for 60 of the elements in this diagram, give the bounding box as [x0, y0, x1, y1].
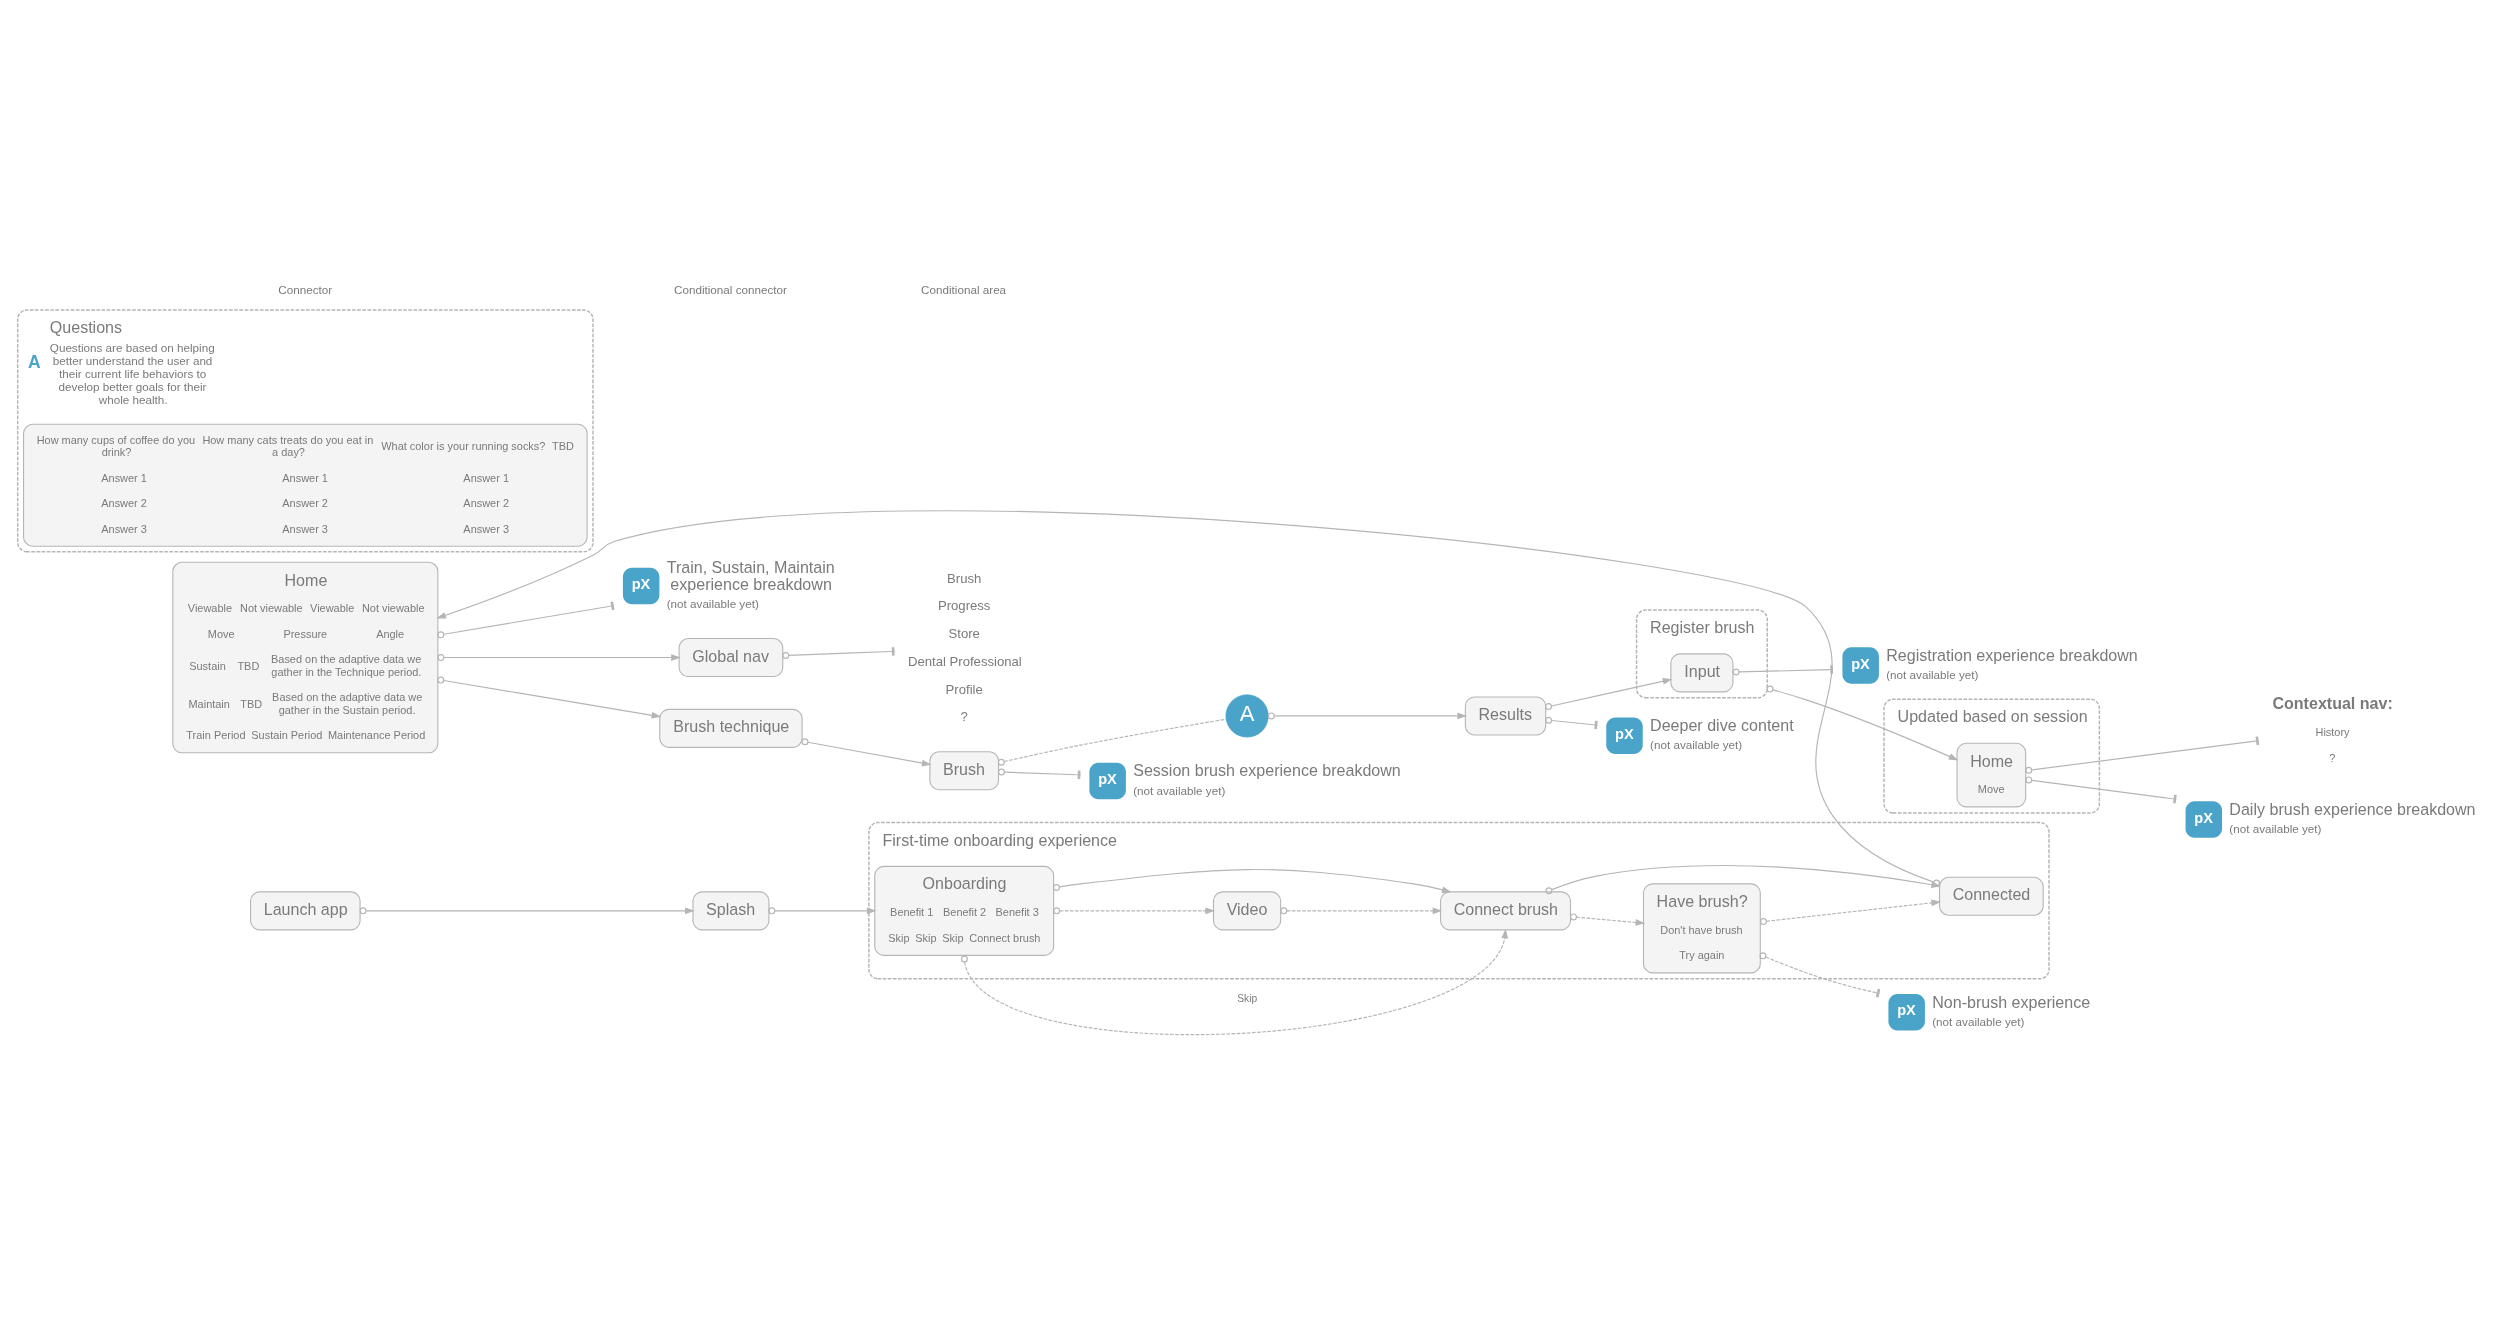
node-box: pX — [1089, 762, 1126, 799]
node-label: (not available yet) — [1886, 667, 1979, 681]
node-box: pX — [622, 567, 660, 604]
arrow — [1759, 899, 1942, 925]
node-box: Video — [1212, 890, 1282, 930]
node-box: pX — [1606, 716, 1643, 754]
arrow — [801, 737, 932, 766]
node-box: Connect brush — [1440, 890, 1572, 930]
arrow — [1280, 906, 1443, 914]
connector — [1759, 951, 1881, 998]
arrow — [768, 906, 877, 914]
node-label: (not available yet) — [1133, 783, 1226, 797]
arrow — [359, 906, 695, 914]
arrow — [960, 928, 1509, 1035]
node-label: (not available yet) — [1650, 737, 1743, 751]
node-label: Deeper dive content — [1650, 715, 1794, 734]
node-text: Brush Progress Store Dental Professional Profile ? — [907, 570, 1022, 724]
connector — [1732, 664, 1834, 676]
node-label: (not available yet) — [666, 596, 759, 610]
arrow — [1570, 912, 1646, 926]
edge-label: Skip — [1237, 992, 1258, 1004]
node-label: (not available yet) — [2229, 821, 2322, 835]
connector — [782, 646, 896, 659]
node-box: Home Move — [1956, 742, 2027, 807]
legend-label: Connector — [278, 282, 333, 296]
node-box: How many cups of coffee do you drink? How many cats treats do you eat in a day? What color is your running socks? TBD Answer 1 Answer 1 Answer 1 Answer 2 Answer 2 Answer 2 Answer 3 Answer 3 Answer 3 — [23, 423, 588, 547]
legend-label: Conditional connector — [674, 282, 787, 296]
node-label: Session brush experience breakdown — [1133, 760, 1401, 779]
node-box: Home Viewable Not viewable Viewable Not viewable Move Pressure Angle Sustain TBD Based on the adaptive data we gather in the Technique period. Maintain TBD Based on the adaptive data we gather in the Sustain period. Train Period Sustain Period Maintenance Period — [172, 561, 439, 753]
node-text: Contextual nav: History ? — [2272, 693, 2393, 764]
node-box: Brush technique — [659, 708, 803, 748]
node-box: pX — [2185, 800, 2223, 838]
node-box: pX — [1842, 646, 1879, 684]
node-label: Train, Sustain, Maintain experience breakdown — [666, 557, 835, 593]
arrow — [1053, 868, 1452, 893]
arrow — [1053, 906, 1216, 914]
node-label: (not available yet) — [1932, 1014, 2025, 1028]
node-box: Onboarding Benefit 1 Benefit 2 Benefit 3 Skip Skip Skip Connect brush — [874, 865, 1055, 956]
node-box: Connected — [1938, 876, 2044, 916]
arrow — [1267, 711, 1468, 719]
node-box: Brush — [929, 750, 1000, 790]
connector — [437, 600, 615, 638]
arrow — [1766, 685, 1959, 760]
arrow — [437, 676, 662, 719]
node-box: Input — [1670, 652, 1734, 692]
node-box: Launch app — [250, 890, 361, 930]
legend-label: Conditional area — [921, 282, 1007, 296]
connector — [997, 718, 1227, 766]
node-box: Global nav — [678, 637, 784, 677]
node-box: Results — [1464, 695, 1547, 735]
node-label: Non-brush experience — [1932, 992, 2091, 1011]
arrow — [437, 653, 681, 661]
node-box: Splash — [692, 890, 770, 930]
node-label: Registration experience breakdown — [1886, 645, 2138, 664]
node-circle: A — [1225, 693, 1269, 737]
connector — [2025, 735, 2260, 774]
node-box: pX — [1888, 993, 1925, 1031]
arrow — [1545, 677, 1673, 710]
node-box: Have brush? Don't have brush Try again — [1642, 882, 1761, 973]
node-label: Daily brush experience breakdown — [2229, 799, 2476, 818]
